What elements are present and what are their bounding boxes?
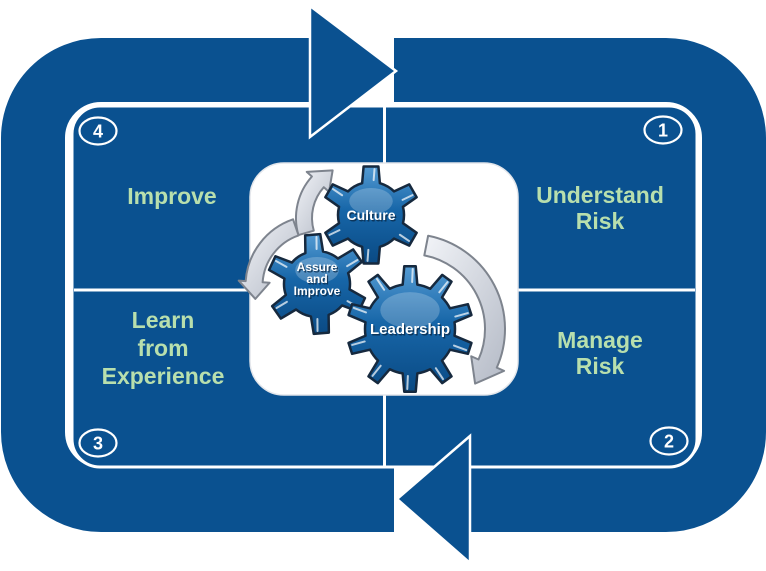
gear-label: Leadership [370, 321, 450, 338]
flow-arrowhead-bottom [395, 433, 472, 566]
label-manage-risk: Risk [576, 353, 625, 379]
step-circle-4-ellipse [78, 116, 118, 146]
step-circle-2-ellipse [649, 426, 689, 456]
label-manage: Manage [557, 327, 643, 353]
gear-arrow-right [423, 234, 506, 385]
quadrant-label-improve: Improve [127, 183, 216, 209]
label-improve: Improve [127, 183, 216, 209]
gear-body [324, 165, 418, 265]
gear-arrow-upper [295, 169, 334, 237]
gear-cycle-arrows [237, 169, 506, 385]
step-circle-3-ellipse [78, 428, 118, 458]
gear-tooth-sheen [332, 188, 344, 197]
gear-tooth-sheen [372, 168, 376, 182]
step-circle-2: 2 [649, 426, 689, 456]
gear-tooth-sheen [434, 367, 445, 381]
step-number-1: 1 [658, 121, 668, 141]
gear-gloss [380, 292, 440, 329]
label-experience: Experience [102, 363, 225, 389]
gear-body [347, 265, 473, 393]
gear-label: Assure [297, 260, 338, 274]
gear-label: and [306, 272, 327, 286]
label-learn: Learn [132, 307, 195, 333]
gear-label-shadow: and [308, 274, 329, 288]
ring-segment-right [394, 37, 766, 532]
quadrant-label-understand-risk: Understand Risk [536, 182, 664, 234]
cycle-ring [0, 34, 766, 535]
gear-tooth-sheen [346, 259, 359, 268]
gear-tooth-sheen [438, 281, 449, 294]
gear-arrow-left [237, 218, 300, 300]
step-number-3: 3 [93, 434, 103, 454]
gear-tooth-sheen [398, 233, 410, 242]
ring-segment-left [0, 37, 394, 532]
step-number-2: 2 [664, 432, 674, 452]
gear-label-shadow: Improve [295, 286, 342, 300]
gear-gloss [349, 187, 393, 215]
gear-tooth-sheen [275, 300, 288, 309]
gear-body [267, 232, 367, 336]
gear-label-shadow: Assure [298, 262, 339, 276]
gear-tooth-sheen [366, 248, 370, 262]
gear-tooth-sheen [371, 364, 382, 377]
gears-group: CultureCultureAssureAssureandandImproveI… [267, 165, 473, 393]
gear-tooth-sheen [275, 259, 288, 268]
label-understand-risk: Risk [576, 208, 625, 234]
quadrant-label-manage-risk: Manage Risk [557, 327, 643, 379]
flow-arrowhead-top [308, 3, 399, 140]
gear-tooth-sheen [452, 344, 468, 352]
step-number-4: 4 [93, 122, 103, 142]
gear-tooth-sheen [351, 340, 366, 346]
gear-label: Improve [294, 284, 341, 298]
gear-tooth-sheen [328, 229, 341, 236]
gear-label-shadow: Culture [348, 209, 397, 225]
gear-gloss [295, 256, 339, 284]
step-circle-1-ellipse [643, 115, 683, 145]
quadrant-label-learn-from-experience: Learn from Experience [102, 307, 225, 389]
gear-label: Culture [347, 207, 396, 223]
gear-tooth-sheen [401, 194, 414, 201]
label-understand: Understand [536, 182, 664, 208]
gear-tooth-sheen [411, 268, 414, 284]
gear-tooth-sheen [375, 277, 386, 291]
step-circle-1: 1 [643, 115, 683, 145]
gear-label-shadow: Leadership [371, 323, 451, 340]
step-circle-4: 4 [78, 116, 118, 146]
gear-tooth-sheen [454, 312, 469, 318]
gear-tooth-sheen [406, 374, 409, 390]
label-from: from [137, 335, 188, 361]
gear-tooth-sheen [352, 306, 368, 314]
step-circle-3: 3 [78, 428, 118, 458]
